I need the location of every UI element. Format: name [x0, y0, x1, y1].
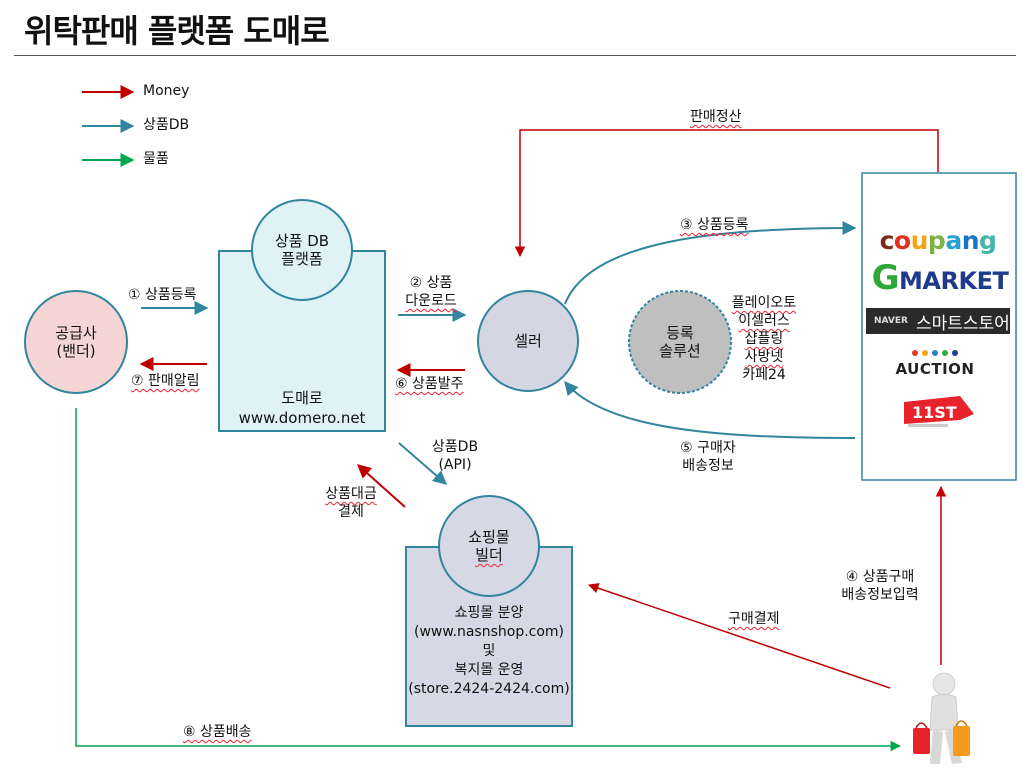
flow-4-label: ④ 상품구매 배송정보입력 [841, 569, 919, 603]
auction-logo: AUCTION [880, 346, 990, 378]
solution-item: 이셀러스 [738, 313, 790, 329]
solution-item: 사방넷 [744, 349, 784, 365]
flow-3-arrow [564, 221, 857, 305]
solution-node [628, 290, 732, 394]
gmarket-logo: GMARKET [871, 258, 1009, 298]
supplier-node [24, 290, 128, 394]
builder-node [438, 495, 540, 597]
coupang-logo: coupang [879, 226, 997, 255]
solution-label: 등록 솔루션 [659, 324, 701, 360]
solution-item: 카페24 [742, 367, 786, 383]
11st-logo: 11ST [900, 394, 978, 436]
settlement-label: 판매정산 [690, 109, 742, 125]
legend-db-label: 상품DB [143, 117, 190, 133]
flow-5-label: ⑤ 구매자 배송정보 [680, 440, 736, 474]
flow-1-label: ① 상품등록 [128, 287, 197, 303]
seller-label: 셀러 [514, 332, 542, 350]
flow-2-label: ② 상품 다운로드 [405, 275, 457, 309]
solution-list: 플레이오토 이셀러스 샵플링 사방넷 카페24 [722, 294, 806, 384]
flow-6-label: ⑥ 상품발주 [395, 376, 464, 392]
svg-text:11ST: 11ST [912, 403, 957, 422]
legend-money-label: Money [143, 83, 190, 99]
solution-item: 플레이오토 [731, 295, 797, 311]
payment-label: 상품대금 결제 [325, 486, 377, 520]
supplier-label: 공급사 (밴더) [55, 324, 97, 360]
builder-description: 쇼핑몰 분양 (www.nasnshop.com) 및 복지몰 운영 (stor… [408, 605, 570, 697]
api-label: 상품DB (API) [431, 439, 479, 473]
flow-5-arrow [564, 380, 856, 439]
builder-label: 쇼핑몰 빌더 [468, 528, 510, 564]
flow-3-label: ③ 상품등록 [680, 217, 749, 233]
solution-item: 샵플링 [744, 331, 784, 347]
legend-goods-label: 물품 [143, 151, 169, 167]
platform-db-label: 상품 DB 플랫폼 [274, 232, 330, 268]
settlement-arrow [514, 129, 939, 258]
platform-db-node [251, 199, 353, 301]
shopper-figure [913, 672, 970, 764]
flow-7-label: ⑦ 판매알림 [131, 373, 200, 389]
flow-8-arrow [75, 408, 902, 752]
payment-arrow [356, 464, 406, 508]
page-title: 위탁판매 플랫폼 도매로 [24, 12, 330, 50]
purchase-pay-arrow [588, 583, 891, 689]
title-divider [14, 55, 1016, 56]
purchase-pay-label: 구매결제 [728, 611, 780, 627]
seller-node [477, 290, 579, 392]
api-arrow [398, 442, 448, 485]
domero-label: 도매로 www.domero.net [238, 389, 366, 427]
flow-8-label: ⑧ 상품배송 [183, 724, 252, 740]
